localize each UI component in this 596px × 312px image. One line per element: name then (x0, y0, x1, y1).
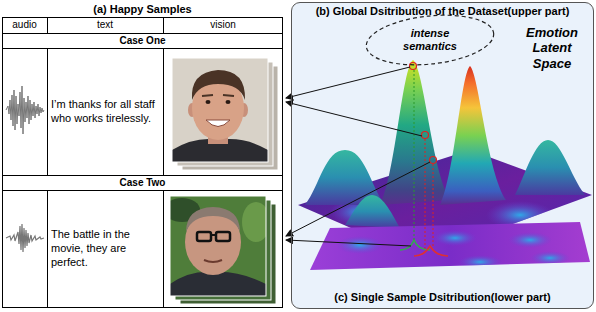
panel-ground (292, 3, 594, 309)
space-label: Emotion Latent Space (512, 25, 592, 72)
table-cell-slot: The battle in the movie, they are perfec… (51, 192, 161, 306)
ellipse-label: intense semantics (398, 27, 462, 52)
table-cell-slot: I’m thanks for all staff who works tirel… (51, 50, 161, 173)
leader-arrow (286, 102, 422, 136)
grid-line (163, 48, 164, 175)
projection-lines (414, 70, 433, 250)
leader-arrow (286, 240, 411, 246)
eye (226, 100, 231, 104)
leader-arrow (286, 67, 410, 98)
column-header-slot: vision (163, 17, 283, 33)
density-hill (345, 195, 400, 228)
density-blob (530, 251, 570, 265)
row-header: Case One (119, 35, 165, 47)
grid-line (2, 175, 283, 176)
audio-waveform (6, 86, 44, 134)
density-blob (336, 236, 384, 254)
table-cell: I’m thanks for all staff who works tirel… (51, 98, 161, 126)
density-blob (508, 232, 552, 248)
column-header-slot: text (47, 17, 163, 33)
glasses (211, 234, 216, 236)
face-frames (172, 58, 278, 170)
grid-line (2, 190, 283, 191)
smile (206, 120, 230, 127)
column-header: audio (12, 19, 36, 31)
grid-line (163, 190, 164, 308)
column-header: vision (210, 19, 236, 31)
mouth (204, 260, 222, 262)
grid-line (2, 48, 283, 49)
ellipse-outline (364, 9, 496, 70)
density-blob (458, 255, 502, 269)
image-ground (172, 58, 268, 162)
sample-curve (414, 246, 448, 256)
panel-heading: (c) Single Sample Dsitribution(lower par… (334, 291, 550, 304)
grid-line (47, 48, 48, 175)
video-frame (172, 58, 268, 162)
column-header: text (97, 19, 113, 31)
sample-marker (410, 63, 417, 70)
panel-heading: (b) Global Dsitribution of the Dataset(u… (316, 5, 570, 18)
ellipse-label-slot: intense semantics (365, 15, 495, 65)
semantic-ellipse: intense semantics (365, 15, 495, 65)
panel-heading: (a) Happy Samples (93, 3, 191, 16)
space-label-slot: Emotion Latent Space (512, 22, 592, 74)
projection-line (414, 70, 415, 240)
projection-line (433, 164, 434, 246)
sample-marker (430, 157, 437, 164)
sample-marker (422, 132, 429, 139)
grid-line (163, 17, 164, 33)
panel-heading-slot: (a) Happy Samples (1, 2, 284, 17)
density-peak (380, 60, 450, 205)
hair (192, 70, 245, 100)
table-panel: (a) Happy Samples (2, 17, 283, 308)
eyebrow (202, 95, 234, 96)
row-header: Case Two (120, 177, 166, 189)
density-blob (433, 230, 477, 246)
column-header-slot: audio (2, 17, 47, 33)
grid-line (2, 33, 283, 34)
eye (206, 100, 211, 104)
shirt (170, 272, 266, 296)
latent-panel: (b) Global Dsitribution of the Dataset(u… (291, 2, 594, 309)
glasses (216, 232, 230, 241)
foliage (242, 202, 266, 242)
face-image (170, 196, 266, 296)
grid-line (47, 17, 48, 33)
leader-arrow (286, 162, 430, 236)
table-grid (2, 17, 283, 308)
row-header-slot: Case One (2, 33, 283, 48)
face-image (172, 58, 268, 162)
panel-heading-slot: (c) Single Sample Dsitribution(lower par… (294, 289, 591, 305)
density-hill (515, 140, 585, 195)
video-frame (170, 196, 266, 296)
density-peak (440, 66, 506, 205)
glasses (197, 232, 211, 241)
sample-arrows (286, 67, 430, 246)
table-cell: The battle in the movie, they are perfec… (51, 228, 161, 269)
face-frames (164, 196, 276, 304)
sample-plane (310, 222, 590, 270)
audio-waveform (6, 224, 44, 252)
panel-heading-slot: (b) Global Dsitribution of the Dataset(u… (294, 4, 591, 19)
hair (186, 207, 240, 232)
plane-blobs (336, 230, 570, 269)
projection-line (425, 139, 426, 250)
grid-line (47, 190, 48, 308)
row-header-slot: Case Two (2, 175, 283, 190)
